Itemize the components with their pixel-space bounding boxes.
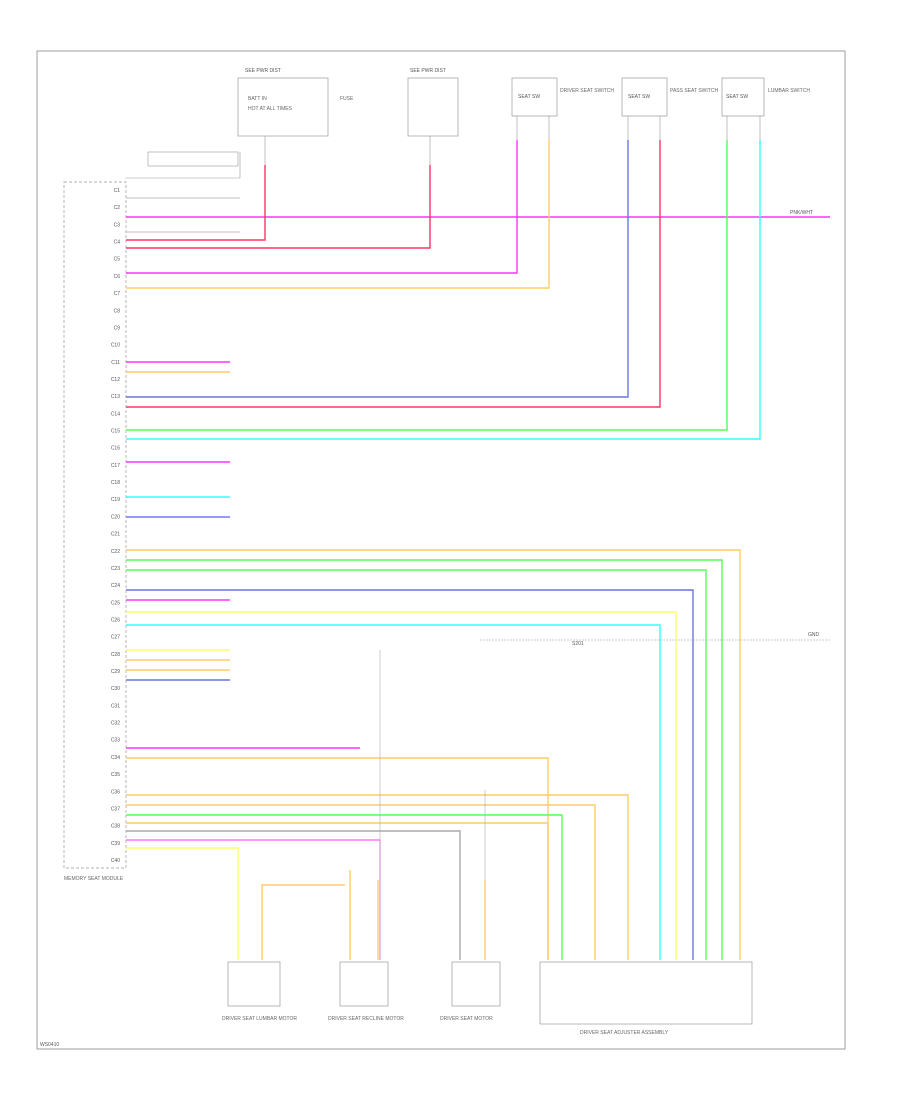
connector-pin-labels: C1C2C3C4C5C6C7C8C9C10C11C12C13C14C15C16C…: [111, 188, 120, 864]
connector-pin-label: C34: [111, 755, 120, 761]
wire-green-low: [126, 814, 563, 960]
svg-text:HOT AT ALL TIMES: HOT AT ALL TIMES: [248, 106, 293, 112]
connector-pin-label: C4: [114, 240, 121, 246]
svg-text:SEAT SW: SEAT SW: [628, 94, 650, 100]
svg-text:DRIVER SEAT LUMBAR MOTOR: DRIVER SEAT LUMBAR MOTOR: [222, 1016, 297, 1022]
connector-pin-label: C5: [114, 257, 121, 263]
wire-harness: [126, 140, 830, 960]
connector-pin-label: C25: [111, 600, 120, 606]
connector-pin-label: C22: [111, 549, 120, 555]
wire-red-1: [126, 165, 266, 241]
connector-pin-label: C35: [111, 772, 120, 778]
svg-text:SEAT SW: SEAT SW: [518, 94, 540, 100]
wire-orange-low-1: [126, 794, 629, 960]
wire-orange-low-3: [126, 822, 549, 960]
wire-red-2: [126, 165, 431, 249]
connector-pin-label: C18: [111, 480, 120, 486]
connector-pin-label: C37: [111, 806, 120, 812]
splice-label: S201: [572, 641, 584, 647]
svg-text:SEE PWR DIST: SEE PWR DIST: [410, 68, 446, 74]
wire-pink-sw3: [126, 140, 518, 274]
svg-text:MEMORY SEAT MODULE: MEMORY SEAT MODULE: [64, 876, 124, 882]
wire-orange-sw3: [126, 140, 550, 289]
module-box-4: SEAT SW PASS SEAT SWITCH: [621, 77, 718, 117]
connector-pin-label: C39: [111, 841, 120, 847]
connector-pin-label: C15: [111, 429, 120, 435]
wire-blue-sw4: [126, 140, 629, 398]
module-note-fuse: FUSE: [340, 96, 354, 102]
connector-pin-label: C36: [111, 789, 120, 795]
diagram-frame: [36, 50, 846, 1050]
wire-orange-low-2: [126, 804, 596, 960]
connector-pin-label: C1: [114, 188, 121, 194]
svg-text:LUMBAR SWITCH: LUMBAR SWITCH: [768, 88, 810, 94]
wire-cyan-sw5: [126, 140, 761, 440]
connector-pin-label: C13: [111, 394, 120, 400]
wire-yellow-low: [126, 847, 239, 960]
connector-pin-label: C28: [111, 652, 120, 658]
ground-wire: GND: [379, 632, 830, 960]
module-box-5: SEAT SW LUMBAR SWITCH: [721, 77, 810, 117]
connector-pin-label: C19: [111, 497, 120, 503]
wire-pink-low: [126, 839, 381, 960]
connector-pin-label: C12: [111, 377, 120, 383]
svg-text:GND: GND: [808, 632, 820, 638]
connector-pin-label: C21: [111, 532, 120, 538]
svg-text:DRIVER SEAT RECLINE MOTOR: DRIVER SEAT RECLINE MOTOR: [328, 1016, 404, 1022]
connector-pin-label: C32: [111, 721, 120, 727]
svg-text:DRIVER SEAT MOTOR: DRIVER SEAT MOTOR: [440, 1016, 493, 1022]
connector-pin-label: C38: [111, 824, 120, 830]
wire-green-sw5: [126, 140, 728, 431]
page-id: WS0410: [40, 1042, 59, 1048]
pink-wire-label: PNK/WHT: [790, 210, 813, 216]
wire-gray-low: [126, 830, 461, 960]
connector-pin-label: C30: [111, 686, 120, 692]
connector-pin-label: C2: [114, 205, 121, 211]
connector-pin-label: C7: [114, 291, 121, 297]
connector-pin-label: C3: [114, 222, 121, 228]
wire-blue-adj: [126, 589, 694, 960]
connector-pin-label: C9: [114, 325, 121, 331]
connector-pin-label: C23: [111, 566, 120, 572]
wire-yellow-adj: [126, 611, 677, 960]
connector-pin-label: C11: [111, 360, 120, 366]
svg-text:SEE PWR DIST: SEE PWR DIST: [245, 68, 281, 74]
wire-green-adj-1: [126, 559, 723, 960]
connector-pin-label: C10: [111, 343, 120, 349]
connector-pin-label: C24: [111, 583, 120, 589]
connector-pin-label: C8: [114, 308, 121, 314]
module-box-1: SEE PWR DIST BATT IN HOT AT ALL TIMES: [237, 68, 329, 137]
connector-pin-label: C20: [111, 514, 120, 520]
component-lumbar-motor: DRIVER SEAT LUMBAR MOTOR: [222, 961, 297, 1022]
fuse-block: [125, 151, 241, 179]
svg-text:DRIVER SEAT ADJUSTER ASSEMBLY: DRIVER SEAT ADJUSTER ASSEMBLY: [580, 1030, 669, 1036]
wire-cyan-adj: [126, 624, 661, 960]
svg-text:SEAT SW: SEAT SW: [726, 94, 748, 100]
connector-pin-label: C17: [111, 463, 120, 469]
svg-text:BATT IN: BATT IN: [248, 96, 267, 102]
connector-pin-label: C16: [111, 446, 120, 452]
component-recline-motor: DRIVER SEAT RECLINE MOTOR: [328, 961, 404, 1022]
connector-pin-label: C31: [111, 703, 120, 709]
connector-pin-label: C27: [111, 635, 120, 641]
svg-text:PASS SEAT SWITCH: PASS SEAT SWITCH: [670, 88, 718, 94]
component-seat-motor: DRIVER SEAT MOTOR: [440, 961, 501, 1022]
component-adjuster-assembly: DRIVER SEAT ADJUSTER ASSEMBLY: [539, 961, 753, 1036]
module-box-2: SEE PWR DIST: [407, 68, 459, 137]
svg-text:DRIVER SEAT SWITCH: DRIVER SEAT SWITCH: [560, 88, 614, 94]
connector-pin-label: C14: [111, 411, 120, 417]
wire-red-sw4: [126, 140, 661, 408]
connector-pin-label: C29: [111, 669, 120, 675]
connector-pin-label: C33: [111, 738, 120, 744]
memory-seat-module-connector: MEMORY SEAT MODULE: [63, 181, 127, 882]
wire-orange-adj: [126, 549, 741, 960]
wire-green-adj-2: [126, 569, 707, 960]
module-box-3: SEAT SW DRIVER SEAT SWITCH: [511, 77, 614, 117]
connector-pin-label: C26: [111, 617, 120, 623]
connector-pin-label: C40: [111, 858, 120, 864]
connector-pin-label: C6: [114, 274, 121, 280]
top-drop-connectors: [264, 116, 761, 165]
